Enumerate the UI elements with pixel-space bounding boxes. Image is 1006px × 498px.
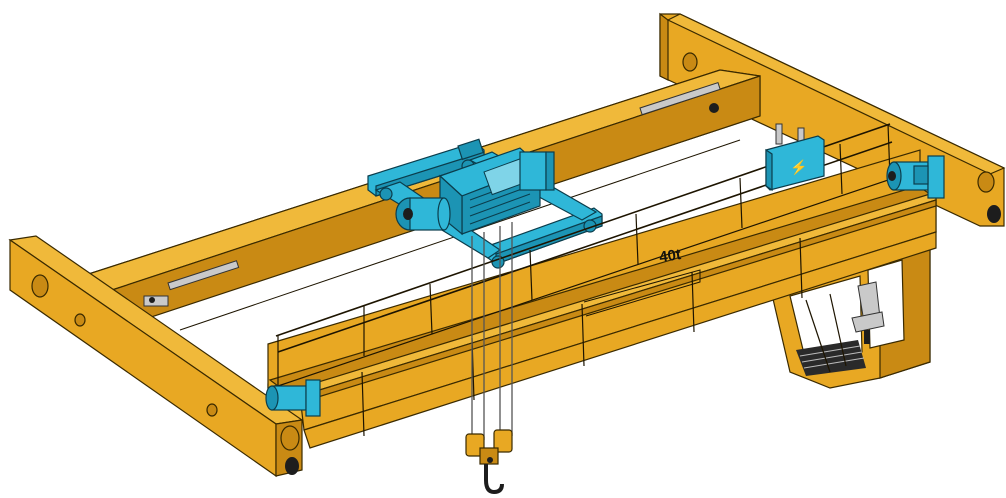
end-carriage-left xyxy=(8,235,304,478)
lightning-bolt-icon: ⚡ xyxy=(790,159,807,176)
wheel-icon xyxy=(285,457,299,475)
operator-seat-icon xyxy=(851,281,885,344)
wheel-icon xyxy=(987,205,1001,223)
electrical-cabinet: ⚡ xyxy=(765,123,825,192)
front-girder: 40t xyxy=(267,149,937,449)
travel-motor-right xyxy=(886,155,945,199)
hook-icon xyxy=(484,464,504,495)
hoist-motor xyxy=(395,197,451,231)
hook-block xyxy=(465,222,513,495)
travel-motor-left xyxy=(265,379,321,417)
trolley xyxy=(367,138,603,269)
